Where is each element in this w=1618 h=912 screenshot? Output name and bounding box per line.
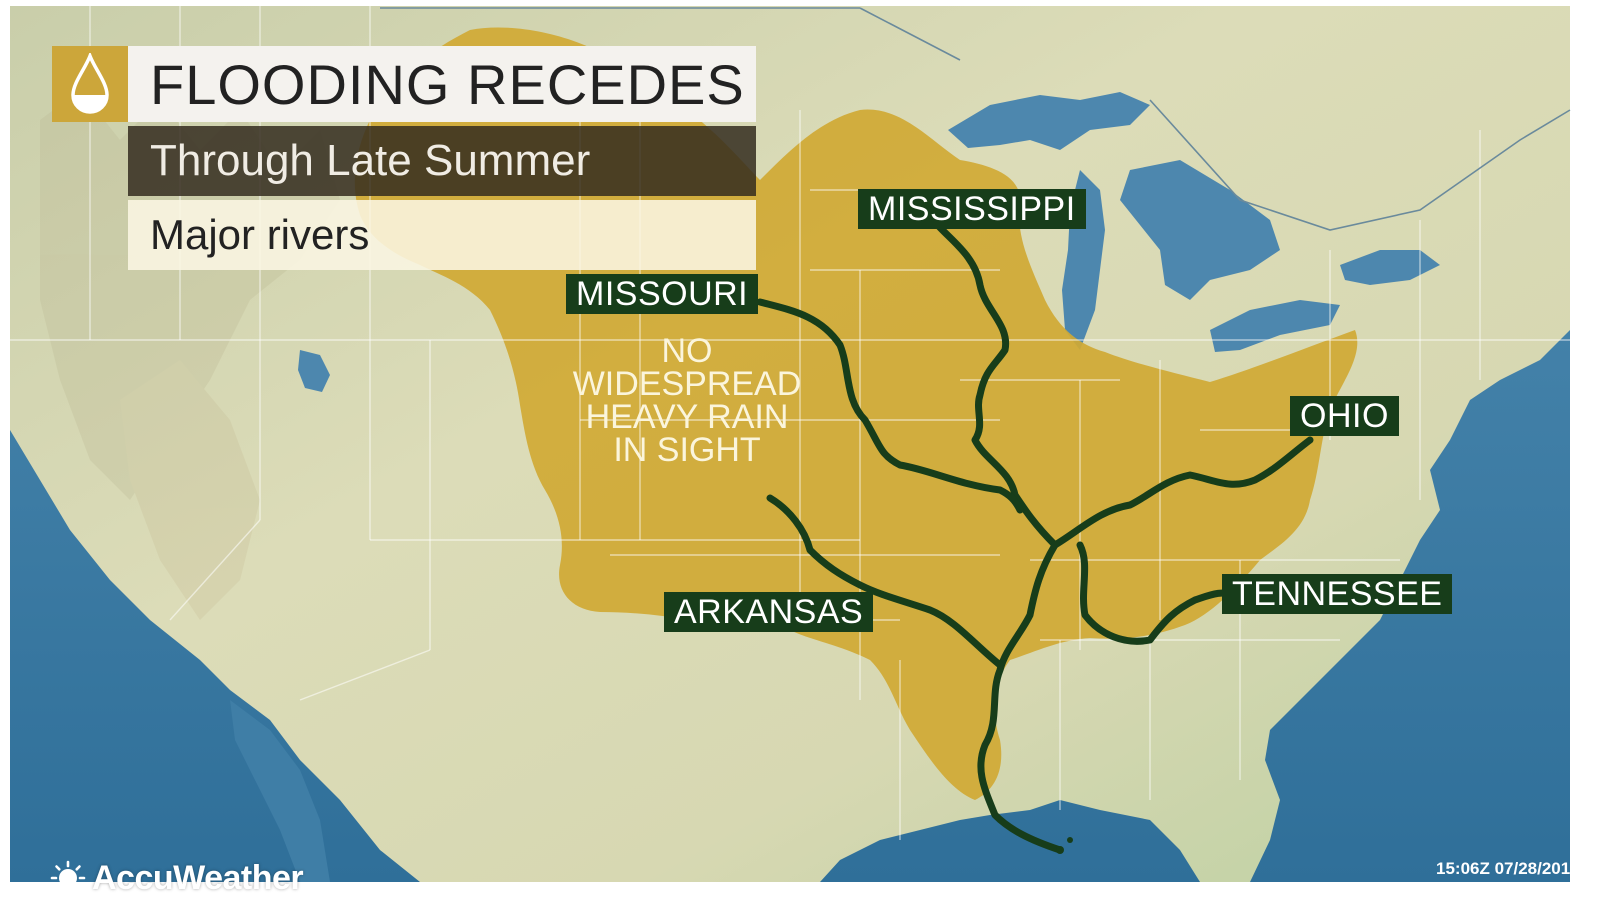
canada-border — [380, 7, 1571, 231]
river-label-tennessee: TENNESSEE — [1222, 574, 1453, 614]
timestamp: 15:06Z 07/28/2019 — [1436, 859, 1580, 878]
river-label-mississippi: MISSISSIPPI — [858, 189, 1086, 229]
missouri-river — [756, 298, 1024, 514]
water-drop-icon — [52, 46, 128, 122]
ohio-river — [1051, 436, 1314, 549]
brand-name: AccuWeather — [92, 858, 304, 897]
river-label-missouri: MISSOURI — [566, 274, 759, 314]
accuweather-logo: AccuWeather — [50, 856, 304, 900]
gulf-of-california — [230, 700, 330, 882]
map-title: FLOODING RECEDES — [128, 46, 756, 122]
map-subtitle: Through Late Summer — [128, 126, 756, 196]
forecast-note: NO WIDESPREAD HEAVY RAIN IN SIGHT — [572, 332, 802, 469]
river-network — [756, 218, 1314, 854]
mississippi-river — [931, 218, 1064, 854]
river-delta — [1056, 837, 1073, 854]
river-label-arkansas: ARKANSAS — [664, 592, 874, 632]
arkansas-river — [766, 494, 1004, 669]
tennessee-river — [1076, 541, 1244, 645]
river-label-ohio: OHIO — [1290, 396, 1399, 436]
sun-logo-icon — [50, 860, 86, 896]
map-legend-label: Major rivers — [128, 200, 756, 270]
great-salt-lake — [298, 350, 330, 392]
